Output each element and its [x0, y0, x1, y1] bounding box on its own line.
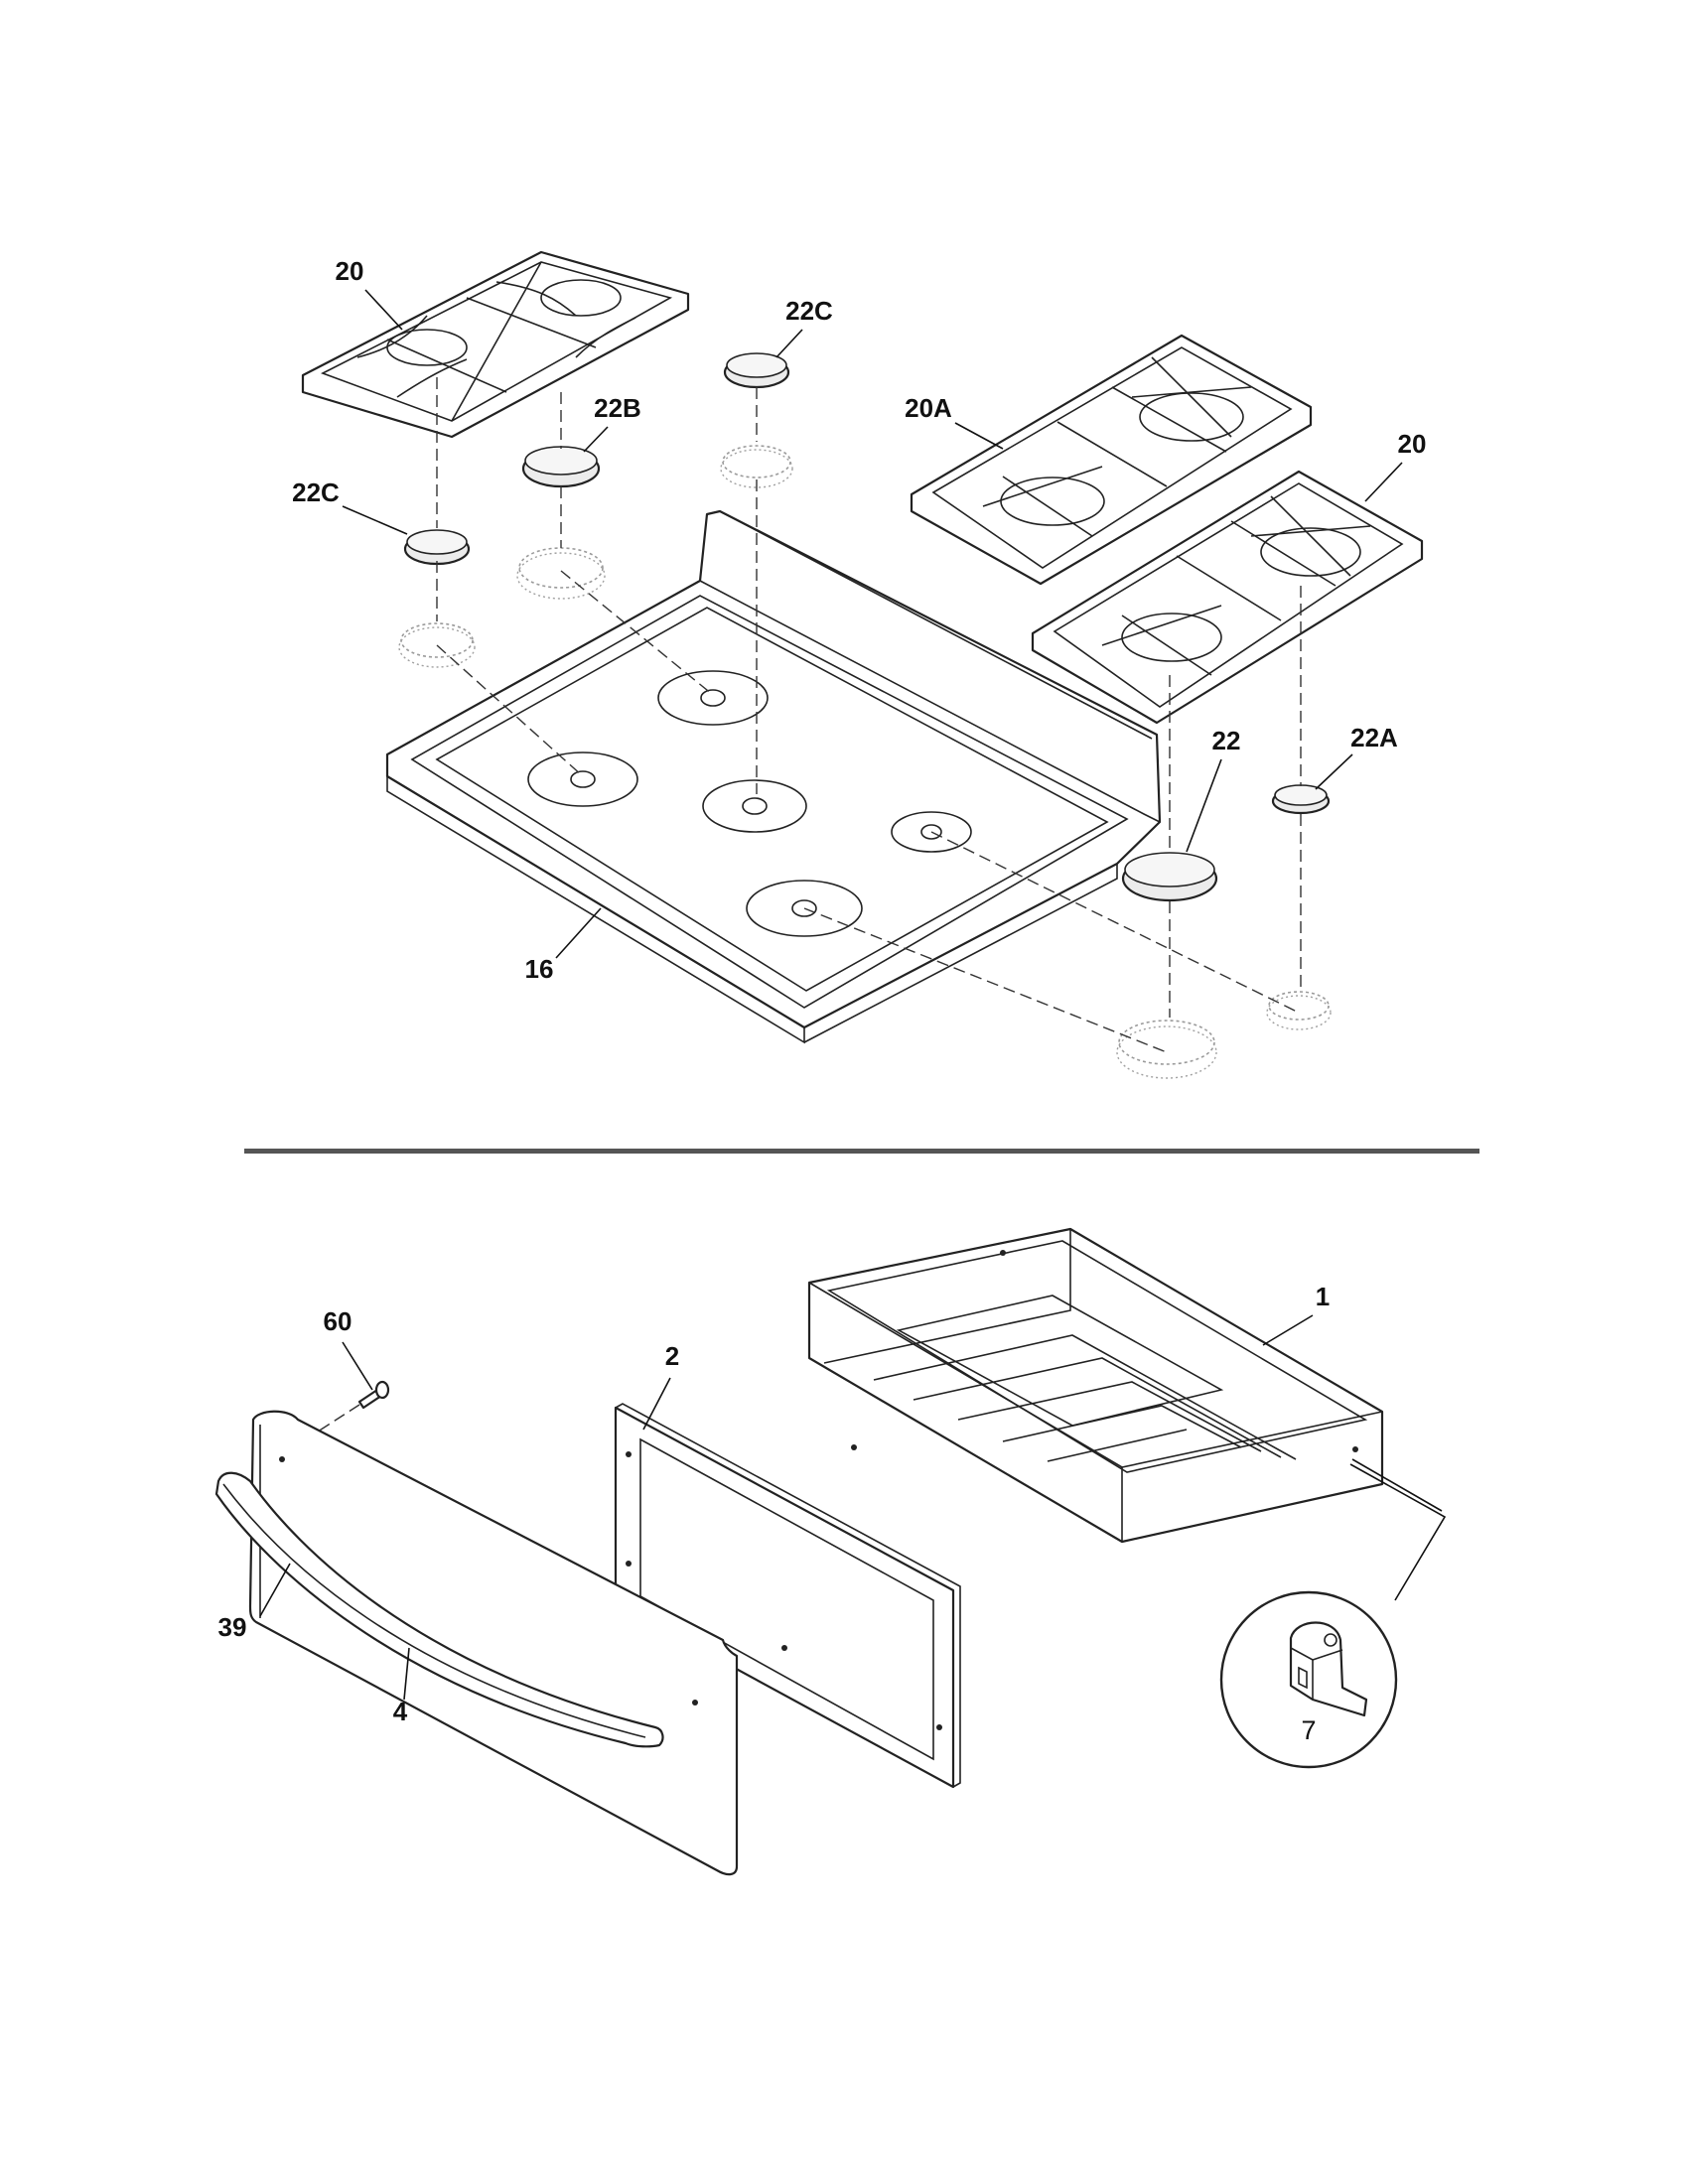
svg-text:22A: 22A — [1350, 723, 1398, 752]
drawer-liner — [614, 1403, 961, 1789]
callout-7: 7 — [1301, 1715, 1316, 1745]
callout-20-right: 20 — [1364, 429, 1427, 502]
burner-cap-22b — [521, 446, 601, 488]
svg-text:7: 7 — [1301, 1715, 1316, 1745]
svg-text:1: 1 — [1316, 1282, 1330, 1311]
callout-22a: 22A — [1315, 723, 1398, 790]
cooktop — [385, 509, 1162, 1044]
callout-1: 1 — [1262, 1282, 1330, 1346]
svg-text:60: 60 — [324, 1306, 352, 1336]
callout-4: 4 — [393, 1647, 410, 1726]
callout-60: 60 — [324, 1306, 373, 1391]
screw — [297, 1380, 390, 1445]
grate-right-front — [1031, 470, 1424, 725]
detail-clip — [1219, 1458, 1447, 1769]
grate-right-rear — [910, 334, 1313, 586]
section-divider — [244, 1149, 1479, 1154]
callout-20a: 20A — [905, 393, 1004, 450]
svg-text:20: 20 — [336, 256, 364, 286]
callout-22c-top: 22C — [775, 296, 833, 358]
svg-text:22: 22 — [1212, 726, 1241, 755]
drawer-body — [807, 1227, 1384, 1544]
drawer-handle — [214, 1471, 664, 1748]
svg-text:2: 2 — [665, 1341, 679, 1371]
callout-2: 2 — [642, 1341, 679, 1431]
svg-text:20: 20 — [1398, 429, 1427, 459]
svg-text:22B: 22B — [594, 393, 641, 423]
svg-text:22C: 22C — [785, 296, 833, 326]
svg-text:4: 4 — [393, 1697, 408, 1726]
grate-left — [301, 250, 690, 439]
svg-text:16: 16 — [525, 954, 554, 984]
svg-text:39: 39 — [218, 1612, 247, 1642]
callout-22c-left: 22C — [292, 478, 408, 535]
assembly-lines — [436, 377, 1302, 1053]
svg-text:22C: 22C — [292, 478, 340, 507]
callout-22: 22 — [1186, 726, 1241, 853]
burner-cap-22c-left — [403, 529, 471, 566]
callout-39: 39 — [218, 1563, 291, 1642]
burner-cap-22a — [1271, 784, 1331, 815]
burner-head-ghost — [398, 445, 1332, 1079]
callout-20-left: 20 — [336, 256, 403, 331]
callout-16: 16 — [525, 907, 602, 984]
svg-text:20A: 20A — [905, 393, 952, 423]
burner-cap-22c-top — [723, 352, 790, 389]
burner-cap-22 — [1121, 852, 1218, 902]
callout-22b: 22B — [583, 393, 641, 453]
